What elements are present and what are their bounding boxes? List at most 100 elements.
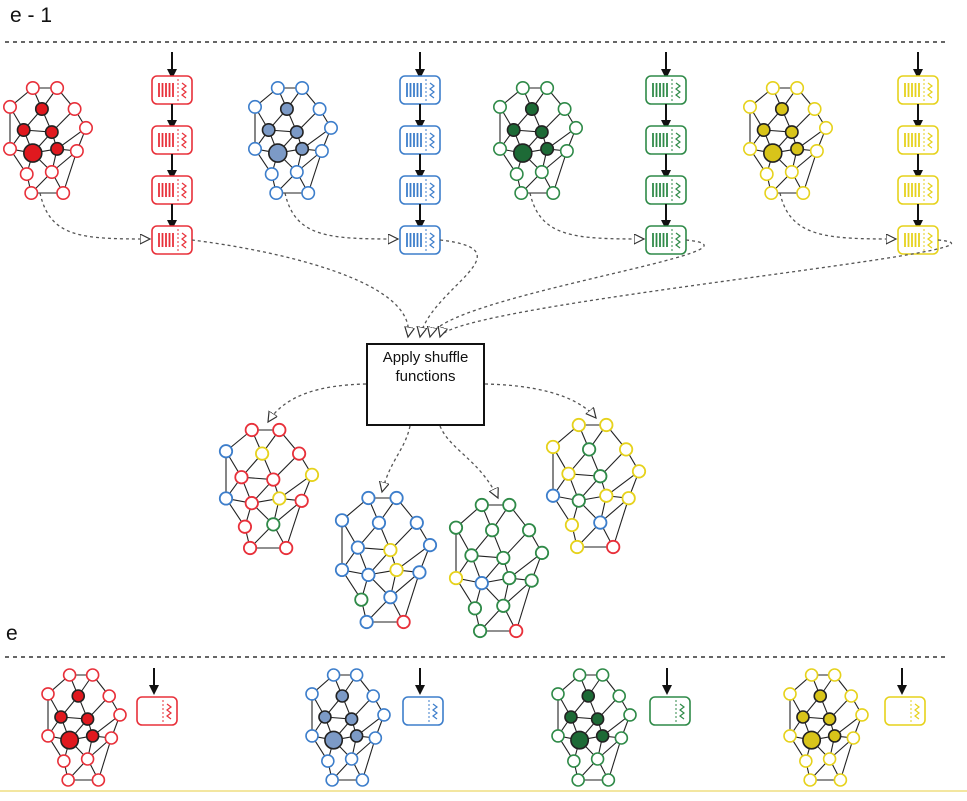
graph-node	[474, 576, 489, 591]
graph-node	[349, 729, 364, 743]
graph-node	[237, 519, 253, 534]
graph-node	[784, 125, 799, 140]
flow-shuffle-to-1	[268, 383, 367, 422]
graph-node	[321, 754, 335, 768]
committee-blue-previous	[248, 81, 338, 201]
committee-red-current	[41, 668, 127, 787]
graph-node	[572, 668, 587, 682]
block-blue-2	[399, 125, 441, 155]
graph-node	[80, 752, 95, 766]
block-signature	[675, 232, 681, 249]
graph-node	[496, 550, 511, 566]
graph-edge	[515, 580, 533, 632]
block-signature	[679, 703, 685, 720]
graph-node	[764, 186, 779, 201]
block-yellow-4	[897, 225, 939, 255]
graph-node	[69, 144, 84, 159]
graph-node	[621, 491, 636, 506]
block-signature	[181, 82, 187, 99]
block-frame	[402, 696, 444, 726]
graph-node	[359, 614, 374, 630]
graph-node	[301, 186, 316, 201]
graph-node	[521, 523, 537, 538]
graph-edge	[839, 737, 854, 781]
graph-node	[305, 687, 319, 701]
graph-node	[289, 165, 304, 180]
graph-node	[534, 165, 549, 180]
graph-node	[318, 710, 332, 724]
committee-yellow-current	[783, 668, 869, 787]
graph-node	[496, 598, 511, 613]
block-red-3	[151, 175, 193, 205]
graph-node	[80, 712, 95, 726]
graph-node	[44, 165, 59, 180]
block-signature	[914, 703, 920, 720]
committee-shuffled-1	[218, 422, 320, 556]
flow-yellow-to-shuffle	[440, 239, 952, 337]
block-yellow-genesis	[884, 696, 926, 726]
graph-node	[3, 141, 17, 156]
graph-node	[389, 562, 404, 578]
graph-node	[833, 773, 848, 787]
graph-node	[813, 689, 828, 703]
graph-node	[23, 143, 43, 163]
graph-node	[590, 712, 605, 726]
block-yellow-1	[897, 75, 939, 105]
graph-node	[827, 729, 842, 743]
block-frame	[151, 125, 193, 155]
block-frame	[897, 125, 939, 155]
graph-node	[809, 144, 824, 159]
graph-node	[623, 708, 637, 722]
block-blue-3	[399, 175, 441, 205]
graph-node	[514, 186, 529, 201]
graph-node	[323, 120, 338, 135]
graph-node	[244, 496, 259, 511]
graph-node	[515, 81, 530, 96]
graph-node	[742, 99, 757, 114]
graph-node	[218, 444, 234, 459]
block-green-2	[645, 125, 687, 155]
block-signature	[429, 232, 435, 249]
graph-node	[56, 186, 71, 201]
graph-node	[593, 515, 608, 530]
graph-node	[492, 99, 507, 114]
graph-node	[540, 141, 555, 156]
graph-node	[502, 570, 517, 586]
graph-node	[16, 123, 31, 138]
graph-node	[57, 754, 71, 768]
block-frame	[136, 696, 178, 726]
graph-node	[279, 540, 294, 556]
graph-node	[571, 493, 586, 508]
graph-node	[559, 144, 574, 159]
graph-node	[569, 539, 585, 555]
graph-node	[41, 729, 55, 743]
graph-node	[383, 590, 398, 605]
block-frame	[645, 125, 687, 155]
graph-node	[570, 730, 590, 750]
graph-node	[335, 689, 350, 703]
flow-red-to-block	[39, 192, 150, 239]
graph-node	[467, 601, 483, 616]
graph-node	[474, 497, 489, 513]
graph-edge	[285, 500, 303, 549]
graph-node	[272, 491, 287, 506]
graph-node	[255, 446, 270, 461]
block-frame	[399, 75, 441, 105]
graph-node	[312, 102, 327, 117]
graph-node	[349, 668, 364, 682]
block-frame	[151, 225, 193, 255]
graph-node	[314, 144, 329, 159]
block-signature	[181, 182, 187, 199]
graph-node	[289, 125, 304, 140]
graph-node	[366, 689, 381, 703]
graph-node	[803, 773, 817, 787]
graph-node	[24, 186, 39, 201]
graph-edge	[307, 150, 323, 194]
epoch-label-current: e	[6, 622, 18, 645]
graph-node	[509, 167, 524, 182]
graph-node	[796, 186, 811, 201]
graph-node	[846, 731, 861, 745]
graph-node	[802, 730, 822, 750]
graph-edge	[62, 150, 78, 194]
